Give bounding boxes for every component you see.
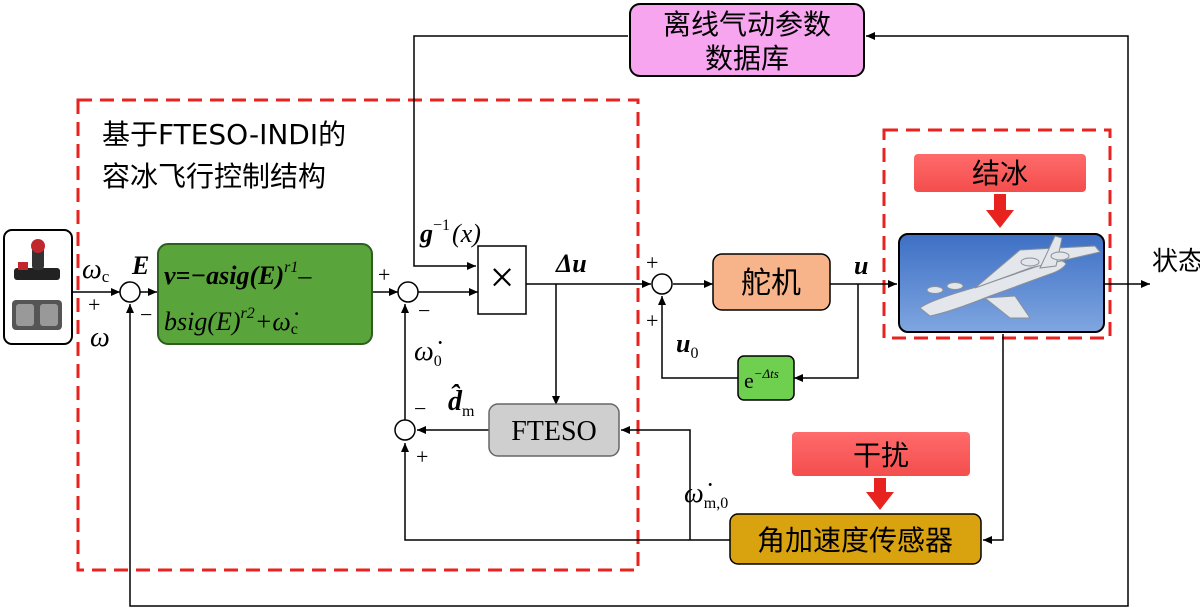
fteso-block [488,403,620,457]
control-law-line1: v=−asig(E)r1– [164,259,312,290]
omega0-label: ω̇0 [414,336,442,370]
sum4-plus-bottom: + [646,308,658,333]
omega-feedback-label: ω [90,322,110,353]
database-label-line1: 离线气动参数 [663,8,831,41]
controller-block [157,243,373,345]
u0-label: u0 [676,329,698,362]
joystick-icon [14,239,60,280]
multiply-symbol: × [490,253,515,302]
fteso-label: FTESO [511,416,597,447]
disturbance-arrow [866,478,894,510]
sum1-plus: + [88,292,100,317]
delay-block [737,355,795,401]
sum-junction-error [119,281,141,303]
aircraft-icon [919,235,1101,319]
disturbance-block [792,432,970,476]
sum3-plus: + [416,444,428,469]
delta-u-label: Δu [555,249,587,278]
omega-c-label: ωc [82,254,110,286]
icing-label: 结冰 [972,157,1028,190]
multiplier-block [477,245,527,315]
pedals-icon [12,300,62,330]
sum-junction-actuator [651,273,673,295]
structure-title-line2: 容冰飞行控制结构 [102,160,326,193]
icing-block [914,154,1086,192]
aircraft-region [882,128,1112,340]
sum2-plus: + [378,262,390,287]
dm-hat-label: d̂m [448,384,475,420]
disturbance-label: 干扰 [853,439,909,472]
state-label: 状态 [1152,247,1200,277]
icing-arrow [986,194,1014,228]
error-label: E [131,251,149,280]
structure-title-line1: 基于FTESO-INDI的 [102,118,346,151]
g-inverse-label: g−1(x) [419,217,481,248]
servo-block [712,253,831,311]
fteso-indi-region [76,98,640,572]
sum-junction-control [397,281,419,303]
servo-label: 舵机 [741,266,801,301]
control-law-line2: bsig(E)r2+ω̇c [164,305,299,338]
signal-lines [72,32,1150,607]
sum3-minus: − [414,396,426,421]
delay-label: e−Δts [744,366,779,393]
omega-m0-label: ω̇m,0 [684,478,728,512]
sum-junction-disturbance [394,419,416,441]
aero-database-block [629,3,865,77]
sum4-plus-top: + [646,250,658,275]
sum1-minus: − [140,302,152,327]
sensor-block [729,513,982,565]
sensor-label: 角加速度传感器 [757,524,953,557]
sum2-minus: − [418,298,430,323]
u-label: u [854,251,868,280]
database-label-line2: 数据库 [705,42,789,75]
